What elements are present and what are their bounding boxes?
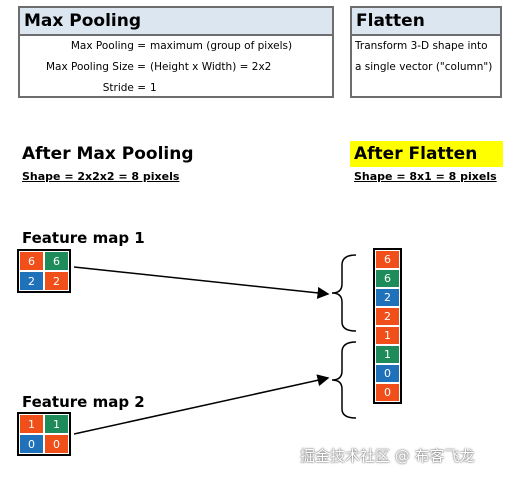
- feature-map-1-cell: 6: [20, 252, 43, 270]
- feature-map-1-cell: 2: [20, 272, 43, 290]
- after-flatten-heading: After Flatten: [350, 141, 504, 167]
- vector-cell: 2: [376, 308, 399, 325]
- feature-map-2-cell: 1: [45, 415, 68, 433]
- row-key: Max Pooling Size =: [45, 61, 146, 73]
- vector-cell: 1: [376, 327, 399, 344]
- arrow-feature-map-2: [73, 374, 330, 435]
- row-value: maximum (group of pixels): [150, 40, 293, 52]
- flatten-desc-line: a single vector ("column"): [355, 61, 493, 73]
- row-key: Max Pooling =: [70, 40, 146, 52]
- feature-map-2-cell: 0: [45, 435, 68, 453]
- row-value: (Height x Width) = 2x2: [150, 61, 272, 73]
- vector-cell: 0: [376, 384, 399, 401]
- max-pooling-title: Max Pooling: [20, 8, 332, 36]
- feature-map-2-cell: 1: [20, 415, 43, 433]
- arrow-feature-map-1: [73, 266, 330, 299]
- vector-cell: 6: [376, 270, 399, 287]
- feature-map-2-label: Feature map 2: [22, 393, 145, 411]
- vector-cell: 1: [376, 346, 399, 363]
- after-max-pooling-shape: Shape = 2x2x2 = 8 pixels: [22, 170, 180, 183]
- vector-cell: 0: [376, 365, 399, 382]
- after-flatten-shape: Shape = 8x1 = 8 pixels: [354, 170, 497, 183]
- brace-lower: [331, 341, 357, 419]
- row-key: Stride =: [102, 82, 146, 94]
- vector-cell: 6: [376, 251, 399, 268]
- feature-map-1-cell: 6: [45, 252, 68, 270]
- watermark-text: 掘金技术社区 @ 布客飞龙: [300, 447, 475, 465]
- row-value: 1: [150, 82, 157, 94]
- brace-upper: [331, 254, 357, 332]
- max-pooling-box: Max Pooling Max Pooling = maximum (group…: [18, 6, 334, 98]
- feature-map-1-label: Feature map 1: [22, 229, 145, 247]
- flatten-box: Flatten Transform 3-D shape into a singl…: [350, 6, 502, 98]
- vector-cell: 2: [376, 289, 399, 306]
- flattened-vector: 6 6 2 2 1 1 0 0: [373, 248, 402, 404]
- feature-map-2-cell: 0: [20, 435, 43, 453]
- flatten-desc-line: Transform 3-D shape into: [355, 40, 488, 52]
- feature-map-1-cell: 2: [45, 272, 68, 290]
- flatten-title: Flatten: [352, 8, 500, 36]
- after-max-pooling-heading: After Max Pooling: [22, 144, 194, 164]
